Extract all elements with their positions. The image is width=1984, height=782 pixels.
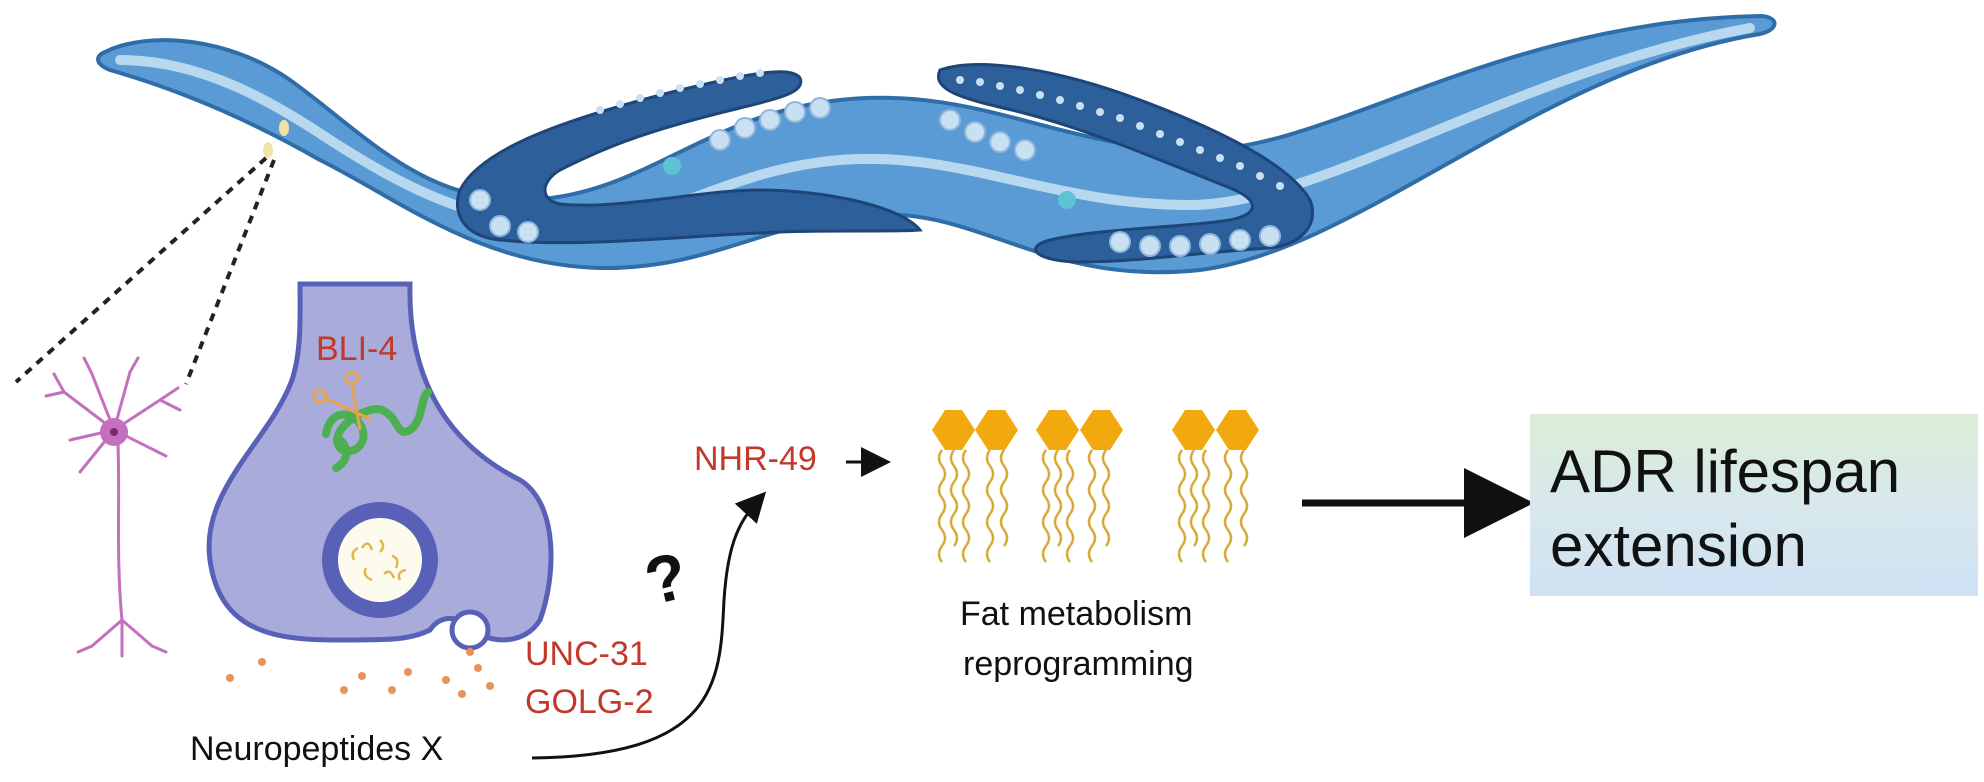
- unc31-label: UNC-31: [525, 635, 648, 673]
- neuropeptides-label: Neuropeptides X: [190, 730, 444, 768]
- neuropeptide-to-nhr49-arrow: [531, 491, 767, 760]
- golg2-label: GOLG-2: [525, 683, 654, 721]
- zoom-lines: [14, 156, 276, 385]
- phospholipid-icon: [932, 410, 1259, 563]
- adr-lifespan-label: ADR lifespan: [1550, 438, 1901, 505]
- scissors-icon: [312, 370, 373, 431]
- fat-metabolism-label: Fat metabolism: [960, 595, 1193, 633]
- outcome-box: ADR lifespan extension: [1530, 414, 1978, 596]
- arrows: [531, 447, 1534, 760]
- bli4-label: BLI-4: [316, 330, 398, 368]
- nhr49-label: NHR-49: [694, 440, 817, 478]
- neuron-icon: [44, 356, 182, 658]
- reprogramming-label: reprogramming: [963, 645, 1194, 683]
- neuropeptide-dots: [226, 648, 494, 698]
- c-elegans-worm-icon: [96, 13, 1777, 275]
- extension-label: extension: [1550, 512, 1807, 579]
